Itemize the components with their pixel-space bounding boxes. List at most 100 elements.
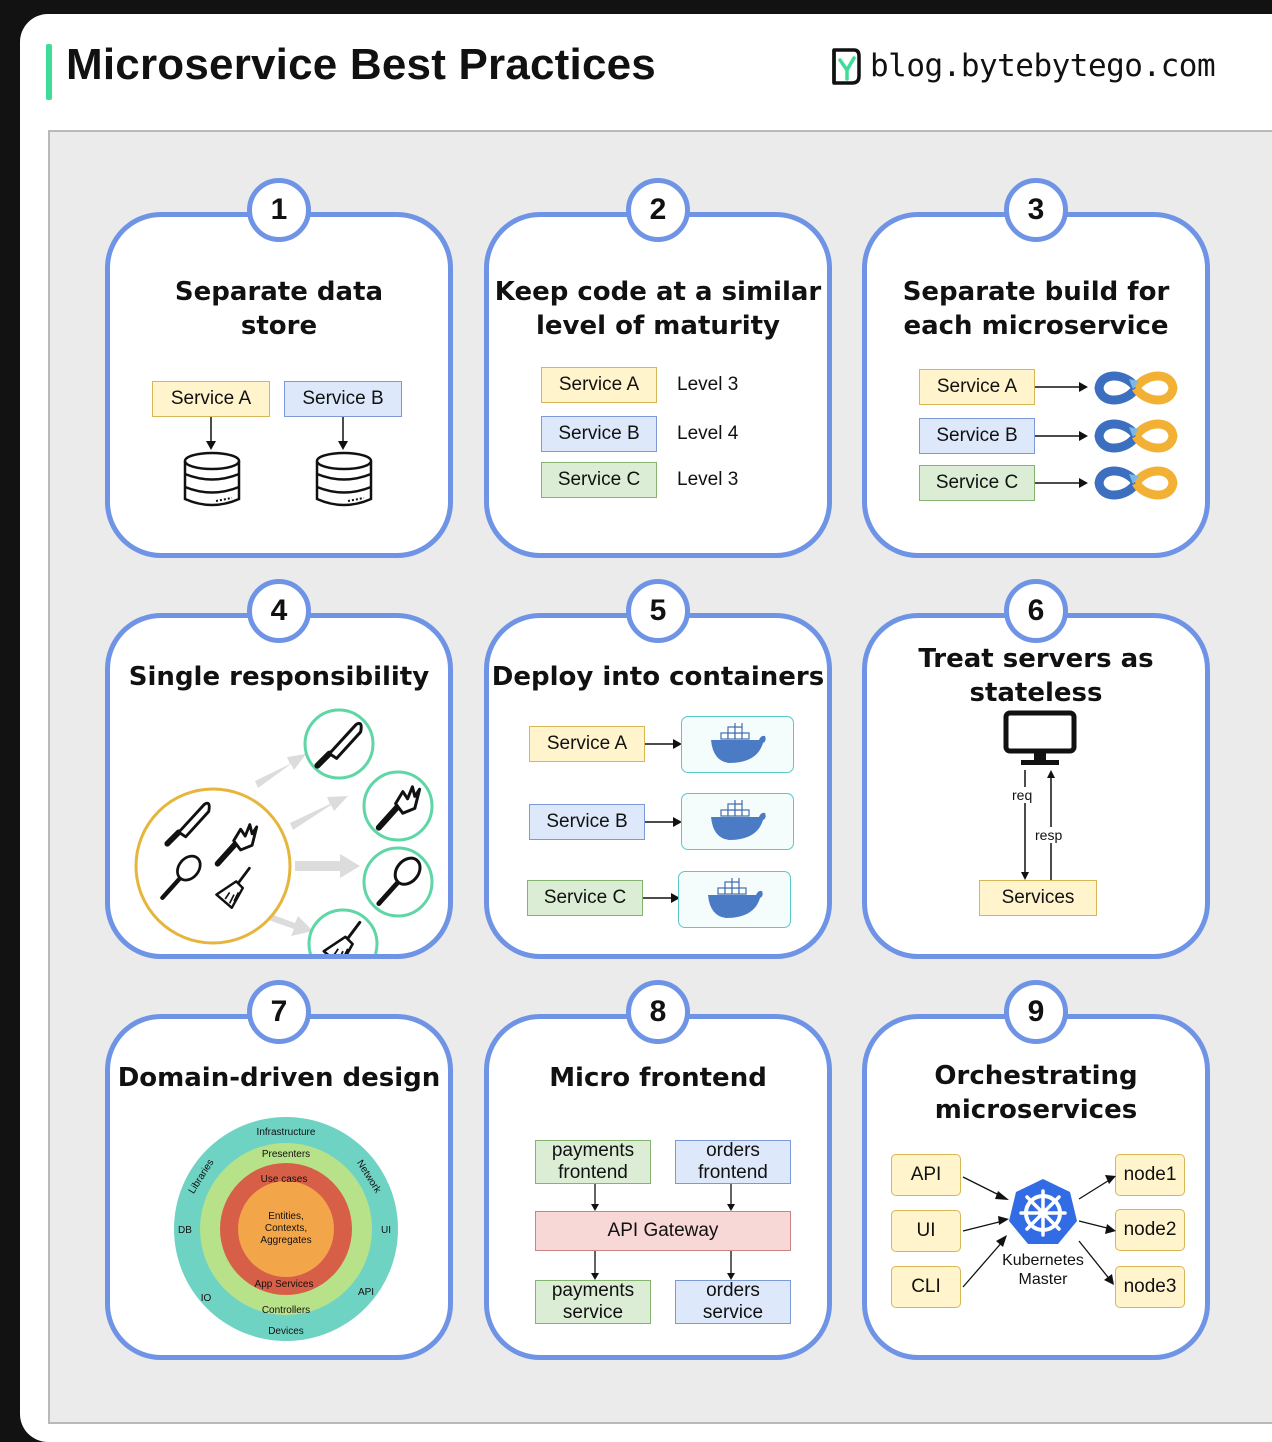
knife-icon bbox=[317, 723, 361, 765]
maturity-level-a: Level 3 bbox=[677, 374, 739, 395]
fork-icon bbox=[218, 825, 257, 864]
maturity-level-c: Level 3 bbox=[677, 469, 739, 490]
kubernetes-helm-icon bbox=[1009, 1179, 1077, 1244]
service-b-box: Service B bbox=[541, 416, 657, 452]
card-title-line-1: Keep code at a similar bbox=[494, 277, 822, 307]
step-badge-9: 9 bbox=[1004, 980, 1068, 1044]
ring-core-label: Entities, Contexts, Aggregates bbox=[260, 1211, 312, 1246]
ring-label: UI bbox=[381, 1225, 391, 1236]
docker-whale-icon bbox=[710, 722, 766, 763]
ring-label: Devices bbox=[268, 1326, 304, 1337]
card-single-responsibility: Single responsibility bbox=[105, 613, 453, 959]
infographic-sheet: Microservice Best Practices blog.bytebyt… bbox=[20, 14, 1272, 1442]
step-badge-5: 5 bbox=[626, 579, 690, 643]
broom-icon bbox=[322, 920, 362, 954]
node1-box: node1 bbox=[1115, 1154, 1185, 1196]
card-title-line-2: level of maturity bbox=[535, 311, 780, 341]
service-a-box: Service A bbox=[541, 367, 657, 403]
ring-label: App Services bbox=[254, 1279, 314, 1290]
card-title-line-2: each microservice bbox=[903, 311, 1169, 341]
card-separate-build: Separate build for each microservice Ser… bbox=[862, 212, 1210, 558]
devops-infinity-icon bbox=[1094, 419, 1178, 453]
ring-label: Presenters bbox=[261, 1149, 311, 1160]
step-badge-3: 3 bbox=[1004, 178, 1068, 242]
card-domain-driven-design: Domain-driven design Infrastructure Libr… bbox=[105, 1014, 453, 1360]
card-title-line-1: Separate build for bbox=[902, 277, 1170, 307]
brand-url: blog.bytebytego.com bbox=[870, 48, 1216, 84]
fork-icon bbox=[379, 787, 420, 828]
step-badge-8: 8 bbox=[626, 980, 690, 1044]
ring-label: API bbox=[357, 1287, 375, 1298]
step-badge-6: 6 bbox=[1004, 579, 1068, 643]
container-box bbox=[681, 793, 794, 850]
req-label: req bbox=[1012, 787, 1033, 803]
card-deploy-containers: Deploy into containers Service A Service… bbox=[484, 613, 832, 959]
node2-box: node2 bbox=[1115, 1209, 1185, 1251]
brand[interactable]: blog.bytebytego.com bbox=[828, 46, 1216, 86]
monitor-icon bbox=[1003, 710, 1077, 765]
resp-label: resp bbox=[1035, 827, 1063, 843]
step-badge-7: 7 bbox=[247, 980, 311, 1044]
ring-label: Infrastructure bbox=[256, 1127, 316, 1138]
database-icon bbox=[315, 451, 373, 507]
database-icon bbox=[183, 451, 241, 507]
api-client-box: API bbox=[891, 1154, 961, 1196]
ring-label: Controllers bbox=[261, 1305, 311, 1316]
card-title-line-1: Micro frontend bbox=[549, 1063, 767, 1093]
devops-infinity-icon bbox=[1094, 371, 1178, 405]
card-title-line-1: Deploy into containers bbox=[491, 662, 825, 692]
step-badge-1: 1 bbox=[247, 178, 311, 242]
node3-box: node3 bbox=[1115, 1266, 1185, 1308]
cli-client-box: CLI bbox=[891, 1266, 961, 1308]
ring-label: Libraries bbox=[186, 1157, 217, 1196]
card-title-line-2: stateless bbox=[969, 678, 1103, 708]
broom-icon bbox=[215, 866, 251, 910]
service-a-box: Service A bbox=[529, 726, 645, 762]
spoon-icon bbox=[162, 852, 204, 898]
step-badge-4: 4 bbox=[247, 579, 311, 643]
kubernetes-master-label: Kubernetes Master bbox=[1002, 1252, 1084, 1288]
card-orchestrating-microservices: Orchestrating microservices API UI CLI n… bbox=[862, 1014, 1210, 1360]
ui-client-box: UI bbox=[891, 1210, 961, 1252]
ring-label: DB bbox=[178, 1225, 192, 1236]
api-gateway-box: API Gateway bbox=[535, 1211, 791, 1251]
devops-infinity-icon bbox=[1094, 466, 1178, 500]
maturity-level-b: Level 4 bbox=[677, 423, 739, 444]
card-title-line-2: microservices bbox=[934, 1095, 1138, 1125]
card-stateless-servers: Treat servers as stateless req resp Serv… bbox=[862, 613, 1210, 959]
card-separate-data-store: Separate data store Service A Service B bbox=[105, 212, 453, 558]
docker-whale-icon bbox=[710, 799, 766, 840]
ring-label: Use cases bbox=[260, 1174, 308, 1185]
service-b-box: Service B bbox=[284, 381, 402, 417]
card-code-maturity: Keep code at a similar level of maturity… bbox=[484, 212, 832, 558]
card-title-line-1: Treat servers as bbox=[918, 644, 1154, 674]
service-b-box: Service B bbox=[919, 418, 1035, 454]
service-c-box: Service C bbox=[541, 462, 657, 498]
card-title-line-1: Domain-driven design bbox=[117, 1063, 441, 1093]
card-title-line-1: Separate data bbox=[174, 277, 384, 307]
ring-label: IO bbox=[200, 1293, 212, 1304]
docker-whale-icon bbox=[707, 877, 763, 918]
title-accent-bar bbox=[46, 44, 52, 100]
service-b-box: Service B bbox=[529, 804, 645, 840]
ring-label: Network bbox=[354, 1158, 383, 1196]
diagram-panel: Separate data store Service A Service B bbox=[48, 130, 1272, 1424]
knife-icon bbox=[167, 803, 209, 843]
spoon-icon bbox=[379, 853, 425, 903]
card-title-line-1: Orchestrating bbox=[934, 1061, 1138, 1091]
service-c-box: Service C bbox=[527, 880, 643, 916]
services-box: Services bbox=[979, 880, 1097, 916]
service-c-box: Service C bbox=[919, 465, 1035, 501]
card-title-line-1: Single responsibility bbox=[128, 662, 430, 692]
container-box bbox=[678, 871, 791, 928]
page-title: Microservice Best Practices bbox=[66, 40, 656, 89]
step-badge-2: 2 bbox=[626, 178, 690, 242]
service-a-box: Service A bbox=[152, 381, 270, 417]
service-a-box: Service A bbox=[919, 369, 1035, 405]
card-title-line-2: store bbox=[240, 311, 318, 341]
